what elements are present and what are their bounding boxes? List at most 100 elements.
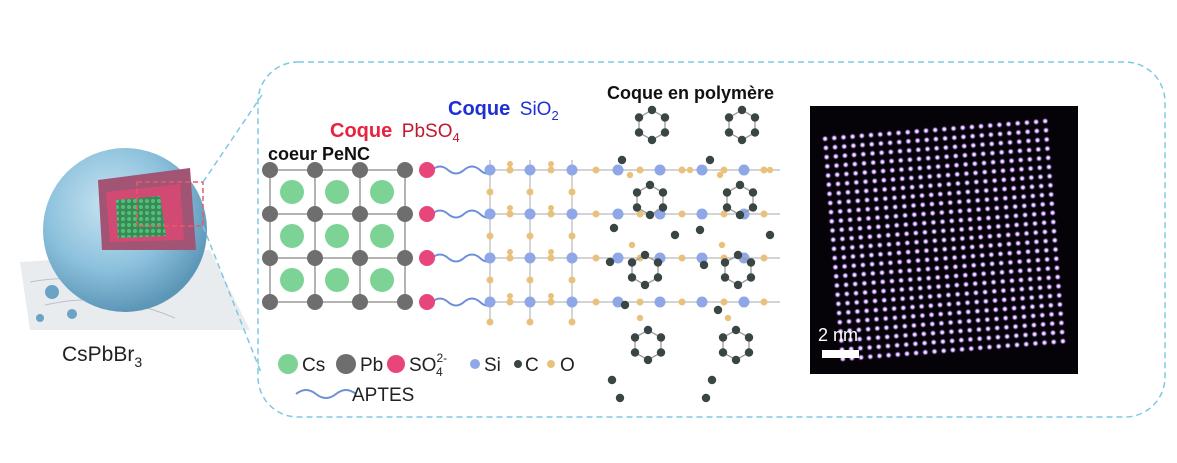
tem-atom-column [976, 335, 983, 343]
tem-atom-column [972, 178, 980, 186]
tem-atom-column [1011, 203, 1019, 211]
si-atom [696, 164, 708, 176]
tem-atom-column [916, 164, 924, 172]
tem-atom-column [832, 272, 840, 280]
tem-atom-column [1038, 302, 1045, 310]
tem-atom-column [834, 291, 841, 299]
core-label: coeur PeNC [268, 144, 370, 164]
tem-atom-column [1002, 203, 1010, 211]
tem-atom-column [948, 328, 955, 336]
tem-atom-column [1014, 239, 1022, 247]
si-atom [524, 164, 536, 176]
tem-atom-column [1044, 154, 1052, 162]
tem-atom-column [847, 336, 854, 344]
tem-atom-column [882, 315, 890, 322]
tem-atom-column [942, 144, 950, 152]
tem-atom-column [884, 222, 891, 230]
tem-atom-column [1001, 194, 1009, 202]
tem-atom-column [1057, 310, 1065, 318]
tem-atom-column [913, 248, 921, 255]
c-atom [653, 273, 663, 282]
tem-atom-column [912, 229, 920, 237]
tem-atom-column [972, 289, 980, 297]
tem-atom-column [1009, 286, 1016, 294]
si-atom [566, 252, 578, 264]
tem-atom-column [1025, 146, 1033, 154]
tem-atom-column [981, 168, 989, 176]
tem-atom-column [1022, 331, 1029, 339]
aptes-linker [431, 209, 491, 219]
tem-atom-column [876, 241, 884, 249]
legend-so4-marker [387, 355, 405, 373]
tem-atom-column [1007, 259, 1014, 266]
tem-atom-column [860, 270, 868, 278]
o-atom [720, 298, 728, 306]
o-atom [568, 318, 576, 326]
tem-atom-column [875, 232, 883, 240]
o-atom [592, 254, 600, 262]
c-atom [701, 393, 711, 403]
polymer-ring [631, 254, 659, 286]
tem-atom-column [961, 262, 968, 270]
c-atom [746, 258, 756, 267]
tem-atom-column [1029, 312, 1037, 320]
tem-atom-column [918, 303, 925, 310]
c-atom [748, 203, 758, 212]
tem-atom-column [864, 205, 872, 213]
tem-atom-column [978, 242, 985, 250]
tem-atom-column [962, 161, 969, 168]
tem-atom-column [974, 316, 982, 324]
tem-atom-column [970, 151, 978, 158]
pbso4-shell-label: Coque PbSO4 [330, 120, 460, 145]
tem-atom-column [833, 171, 841, 179]
tem-atom-column [951, 143, 959, 151]
o-atom [547, 254, 555, 262]
o-atom [592, 166, 600, 174]
tem-atom-column [936, 190, 944, 198]
tem-atom-column [892, 212, 900, 220]
tem-atom-column [969, 142, 977, 149]
c-atom [658, 203, 668, 212]
o-atom [636, 298, 644, 306]
tem-atom-column [949, 346, 957, 354]
tem-atom-column [844, 308, 852, 316]
o-atom [506, 210, 514, 218]
c-atom [645, 180, 655, 190]
tem-atom-column [961, 271, 969, 279]
tem-atom-column [941, 135, 949, 142]
tem-atom-column [986, 232, 994, 240]
tem-atom-column [928, 311, 935, 319]
tem-atom-column [919, 312, 926, 319]
tem-atom-column [1041, 228, 1049, 236]
tem-atom-column [1021, 211, 1029, 219]
tem-atom-column [1001, 305, 1009, 313]
tem-atom-column [943, 153, 950, 161]
tem-atom-column [993, 324, 1001, 332]
c-atom [605, 257, 615, 267]
tem-atom-column [910, 322, 918, 329]
tem-atom-column [979, 150, 987, 158]
tem-atom-column [827, 208, 835, 216]
tem-atom-column [907, 165, 914, 173]
si-atom [484, 296, 496, 308]
tem-atom-column [932, 135, 940, 143]
tem-atom-column [916, 284, 924, 292]
zoom-region-box [136, 181, 204, 227]
o-atom [592, 298, 600, 306]
tem-atom-column [989, 149, 996, 157]
c-atom [643, 325, 653, 335]
tem-atom-column [845, 198, 852, 205]
tem-atom-column [922, 238, 930, 245]
tem-atom-column [921, 339, 928, 347]
legend-si-marker [470, 359, 480, 369]
si-atom [612, 208, 624, 220]
tem-atom-column [830, 245, 838, 253]
tem-atom-column [905, 147, 913, 154]
tem-atom-column [866, 233, 874, 241]
o-atom [568, 188, 576, 196]
tem-atom-column [902, 221, 910, 229]
legend-pb-label: Pb [360, 355, 383, 376]
tem-atom-column [1042, 246, 1050, 254]
tem-atom-column [887, 148, 895, 156]
tem-atom-column [844, 188, 852, 196]
